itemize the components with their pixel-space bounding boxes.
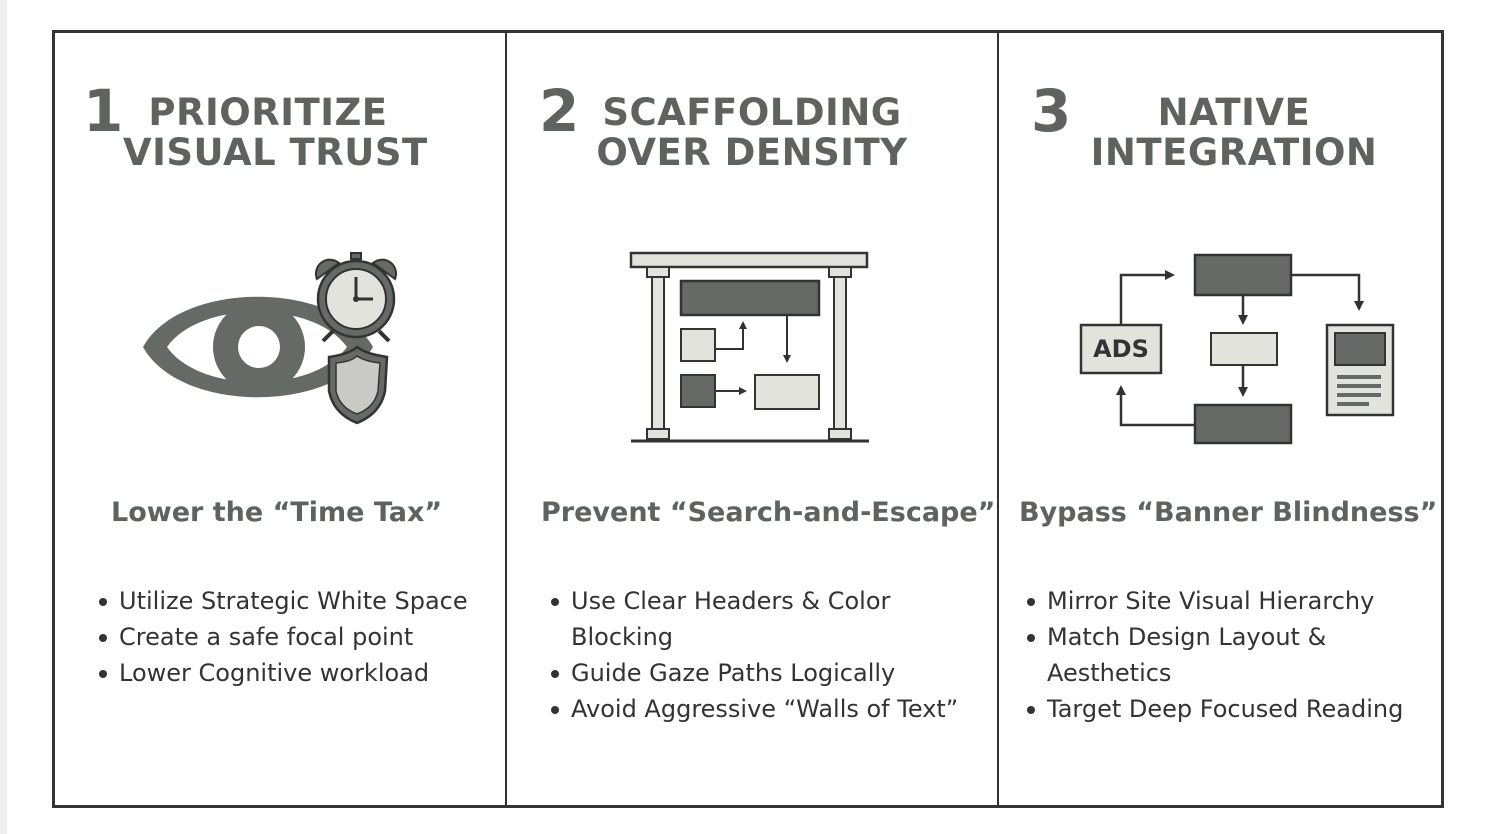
column-title: NATIVE INTEGRATION [1089,93,1379,173]
title-line-1: SCAFFOLDING [602,91,902,134]
list-item-line: Blocking [571,623,674,651]
bullet-list: Utilize Strategic White Space Create a s… [97,583,468,691]
title-line-1: NATIVE [1157,91,1311,134]
title-line-2: OVER DENSITY [596,131,908,174]
scaffolding-layout-icon [629,251,869,443]
list-item-line: Use Clear Headers & Color [571,587,891,615]
bullet-list: Use Clear Headers & Color Blocking Guide… [549,583,958,727]
list-item: Lower Cognitive workload [97,655,468,691]
list-item: Mirror Site Visual Hierarchy [1025,583,1443,619]
title-line-2: INTEGRATION [1090,131,1378,174]
step-number: 2 [539,77,580,145]
list-item: Target Deep Focused Reading [1025,691,1443,727]
column-scaffolding: 2 SCAFFOLDING OVER DENSITY [505,33,999,805]
list-item: Match Design Layout & Aesthetics [1025,619,1443,691]
column-visual-trust: 1 PRIORITIZE VISUAL TRUST Lower [55,33,505,805]
step-number: 3 [1031,77,1072,145]
column-subheading: Prevent “Search-and-Escape” [541,497,996,528]
bullet-list: Mirror Site Visual Hierarchy Match Desig… [1025,583,1443,727]
column-native-integration: 3 NATIVE INTEGRATION ADS [997,33,1443,805]
column-title: PRIORITIZE VISUAL TRUST [123,91,428,174]
step-number: 1 [83,77,124,145]
list-item: Create a safe focal point [97,619,468,655]
principles-panel: 1 PRIORITIZE VISUAL TRUST Lower [52,30,1444,808]
left-edge-shade [0,0,7,834]
column-title: SCAFFOLDING OVER DENSITY [587,93,917,173]
ads-label: ADS [1093,335,1149,363]
title-line-1: PRIORITIZE [148,91,388,134]
ads-flow-diagram-icon: ADS [1079,253,1395,445]
title-line-2: VISUAL TRUST [123,131,428,174]
list-item: Avoid Aggressive “Walls of Text” [549,691,958,727]
list-item: Guide Gaze Paths Logically [549,655,958,691]
column-subheading: Lower the “Time Tax” [111,497,443,528]
column-subheading: Bypass “Banner Blindness” [1019,497,1438,528]
eye-clock-shield-icon [143,252,398,425]
list-item: Utilize Strategic White Space [97,583,468,619]
list-item: Use Clear Headers & Color Blocking [549,583,958,655]
